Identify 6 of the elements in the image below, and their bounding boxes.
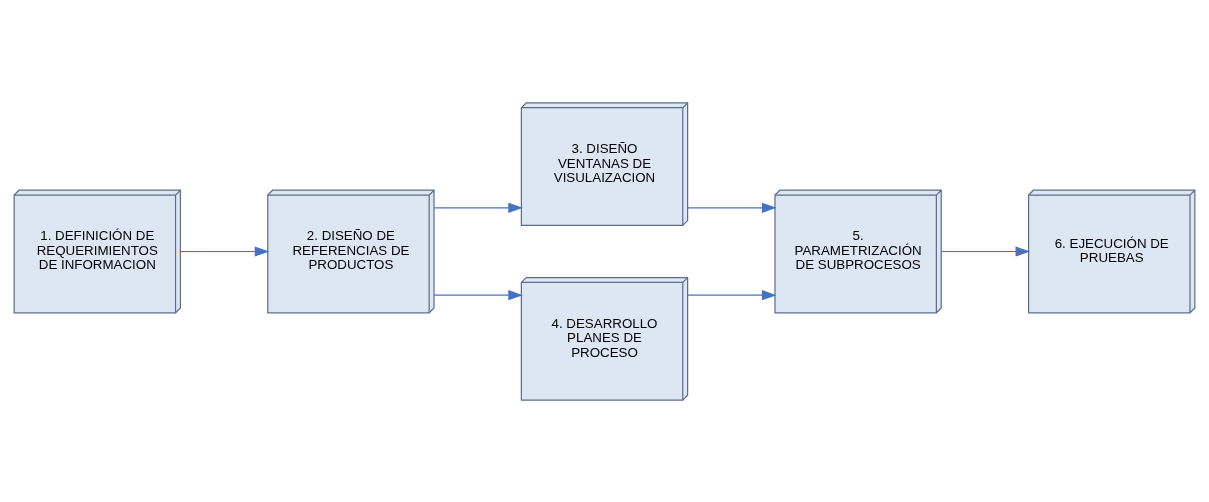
arrow xyxy=(687,202,777,213)
arrow xyxy=(180,245,270,257)
arrow xyxy=(940,245,1031,257)
arrow xyxy=(433,202,523,213)
arrow xyxy=(433,289,523,300)
arrow xyxy=(687,289,777,300)
